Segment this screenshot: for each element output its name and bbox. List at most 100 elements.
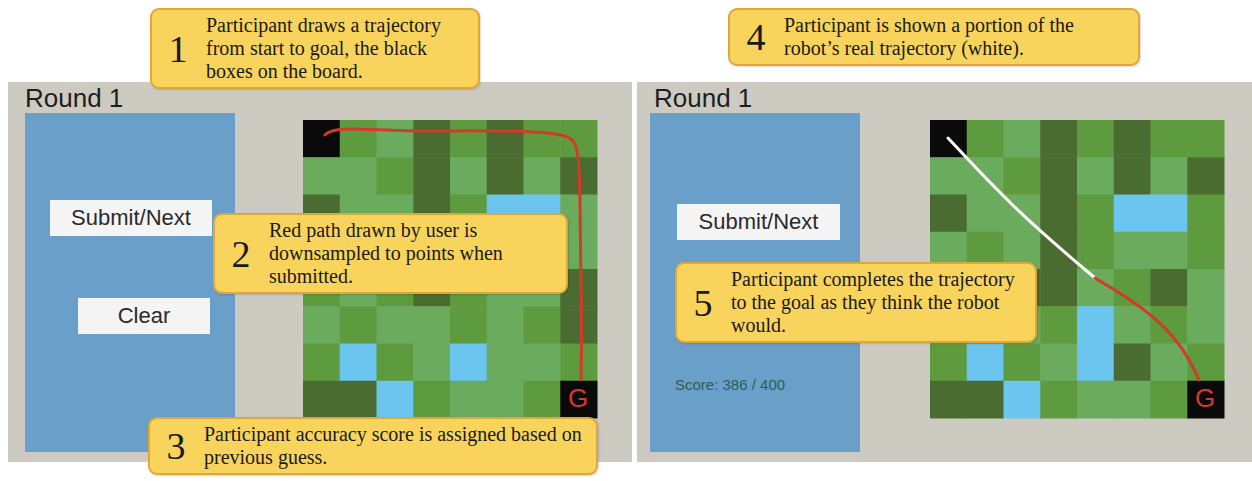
grid-cell (413, 120, 450, 158)
grid-cell (377, 120, 414, 158)
grid-cell (487, 381, 524, 419)
grid-cell (450, 381, 487, 419)
grid-cell (524, 157, 561, 195)
grid-cell (930, 344, 967, 382)
grid-cell (413, 381, 450, 419)
score-text: Score: 386 / 400 (675, 376, 785, 393)
grid-cell (413, 157, 450, 195)
grid-cell (1114, 157, 1151, 195)
grid-cell (303, 306, 340, 344)
callout-box: 2Red path drawn by user is downsampled t… (213, 213, 568, 294)
grid-cell (1114, 232, 1151, 270)
grid-cell (1004, 344, 1041, 382)
grid-cell (1151, 120, 1188, 158)
grid-cell (1040, 120, 1077, 158)
grid-cell (1187, 120, 1224, 158)
grid-cell (413, 306, 450, 344)
callout-text: Red path drawn by user is downsampled to… (269, 219, 556, 288)
grid-cell (560, 344, 597, 382)
grid-cell (1114, 381, 1151, 419)
callout-number: 4 (738, 15, 774, 59)
grid-cell (930, 195, 967, 233)
grid-cell (303, 120, 340, 158)
grid-cell (1077, 195, 1114, 233)
grid-cell (340, 120, 377, 158)
grid-cell (1151, 195, 1188, 233)
grid-cell (1187, 344, 1224, 382)
grid-cell (524, 381, 561, 419)
grid-cell (930, 381, 967, 419)
grid-cell (1004, 157, 1041, 195)
grid-cell (1040, 195, 1077, 233)
grid-cell (377, 381, 414, 419)
grid-cell (1187, 381, 1224, 419)
grid-cell (967, 195, 1004, 233)
grid-cell (487, 344, 524, 382)
grid-cell (1040, 344, 1077, 382)
grid-cell (377, 306, 414, 344)
grid-cell (1040, 306, 1077, 344)
grid-cell (377, 157, 414, 195)
grid-cell (303, 157, 340, 195)
grid-cell (1077, 306, 1114, 344)
grid-cell (560, 120, 597, 158)
grid-cell (560, 381, 597, 419)
grid-cell (450, 306, 487, 344)
grid-cell (930, 157, 967, 195)
grid-cell (1040, 157, 1077, 195)
grid-cell (1187, 195, 1224, 233)
callout-number: 1 (160, 27, 196, 71)
callout-box: 1Participant draws a trajectory from sta… (150, 8, 480, 89)
grid-cell (1151, 269, 1188, 307)
grid-cell (967, 381, 1004, 419)
grid-cell (487, 306, 524, 344)
grid-cell (413, 344, 450, 382)
callout-box: 3Participant accuracy score is assigned … (148, 417, 598, 475)
grid-cell (1187, 306, 1224, 344)
callout-text: Participant draws a trajectory from star… (206, 14, 468, 83)
callout-number: 2 (223, 232, 259, 276)
sidebar (25, 113, 235, 452)
grid-cell (340, 306, 377, 344)
grid-cell (1151, 306, 1188, 344)
button-label: Submit/Next (685, 209, 832, 235)
button-label: Submit/Next (58, 205, 204, 231)
grid-cell (1151, 381, 1188, 419)
trajectory-path (948, 138, 1095, 278)
callout-number: 5 (685, 281, 721, 325)
grid-cell (1077, 344, 1114, 382)
grid-cell (1040, 269, 1077, 307)
grid-cell (967, 120, 1004, 158)
callout-text: Participant accuracy score is assigned b… (204, 423, 586, 469)
grid-cell (1187, 232, 1224, 270)
button-label: Clear (86, 303, 202, 329)
trajectory-path (1095, 278, 1199, 380)
grid-cell (1077, 157, 1114, 195)
callout-number: 3 (158, 424, 194, 468)
panel-title: Round 1 (654, 83, 752, 114)
grid-cell (524, 120, 561, 158)
grid-cell (1077, 232, 1114, 270)
goal-marker: G (1195, 383, 1215, 414)
grid-cell (450, 157, 487, 195)
callout-text: Participant completes the trajectory to … (731, 268, 1025, 337)
callout-text: Participant is shown a portion of the ro… (784, 14, 1128, 60)
grid-cell (1077, 120, 1114, 158)
grid-cell (524, 344, 561, 382)
grid-cell (524, 306, 561, 344)
grid-cell (450, 344, 487, 382)
grid-cell (1004, 120, 1041, 158)
ui-button: Submit/Next (677, 204, 840, 240)
grid-cell (1114, 195, 1151, 233)
grid-cell (1040, 381, 1077, 419)
grid-cell (1004, 381, 1041, 419)
grid-cell (1077, 381, 1114, 419)
panel-title: Round 1 (25, 83, 123, 114)
ui-button: Submit/Next (50, 200, 212, 236)
grid-cell (1114, 120, 1151, 158)
grid-cell (450, 120, 487, 158)
grid-cell (303, 344, 340, 382)
grid-cell (377, 344, 414, 382)
grid-cell (1151, 157, 1188, 195)
